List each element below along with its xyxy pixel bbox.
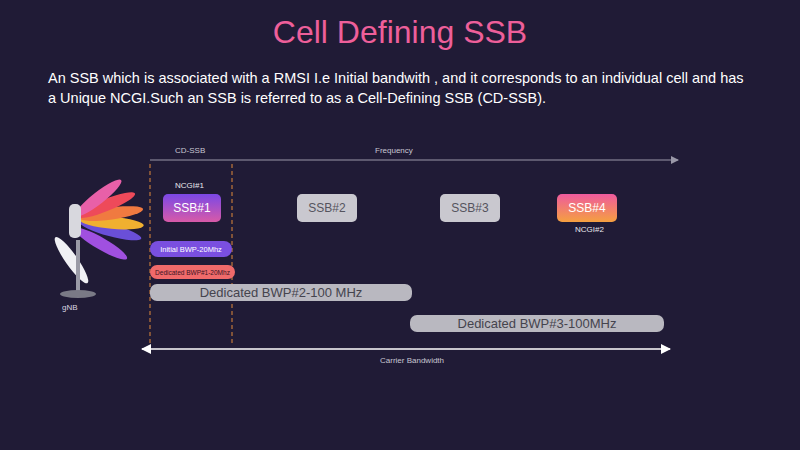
axis-label: CD-SSB <box>175 146 205 155</box>
ncgi-label: NCGI#1 <box>175 181 204 190</box>
node-label: Dedicated BWP#1-20Mhz <box>155 269 230 276</box>
ssb-box: SSB#4NCGI#2 <box>557 194 617 222</box>
axis-label: Frequency <box>375 146 413 155</box>
ssb-box: SSB#3 <box>440 194 500 222</box>
bwp-band: Dedicated BWP#3-100MHz <box>410 315 664 332</box>
frequency-axis <box>150 159 678 160</box>
node-label: SSB#1 <box>173 201 210 215</box>
description-text: An SSB which is associated with a RMSI I… <box>48 68 748 108</box>
bandwidth-label: Carrier Bandwidth <box>380 356 444 365</box>
cd-ssb-boundary <box>232 164 233 346</box>
ssb-box: SSB#2 <box>297 194 357 222</box>
node-label: SSB#4 <box>568 201 605 215</box>
node-label: SSB#3 <box>451 201 488 215</box>
ssb-box: NCGI#1SSB#1 <box>163 194 221 222</box>
node-label: Initial BWP-20Mhz <box>160 245 222 254</box>
bwp-band: Dedicated BWP#1-20Mhz <box>150 265 235 279</box>
bwp-band: Dedicated BWP#2-100 MHz <box>150 284 412 301</box>
bwp-band: Initial BWP-20Mhz <box>150 241 232 257</box>
gnb-antenna <box>51 175 145 298</box>
node-label: SSB#2 <box>308 201 345 215</box>
node-label: Dedicated BWP#3-100MHz <box>458 316 617 331</box>
ncgi-label: NCGI#2 <box>575 225 604 234</box>
node-label: Dedicated BWP#2-100 MHz <box>200 285 363 300</box>
diagram-title: Cell Defining SSB <box>0 14 800 51</box>
cd-ssb-boundary <box>150 164 151 346</box>
carrier-bandwidth-arrow <box>142 348 670 350</box>
gnb-label: gNB <box>62 303 78 312</box>
